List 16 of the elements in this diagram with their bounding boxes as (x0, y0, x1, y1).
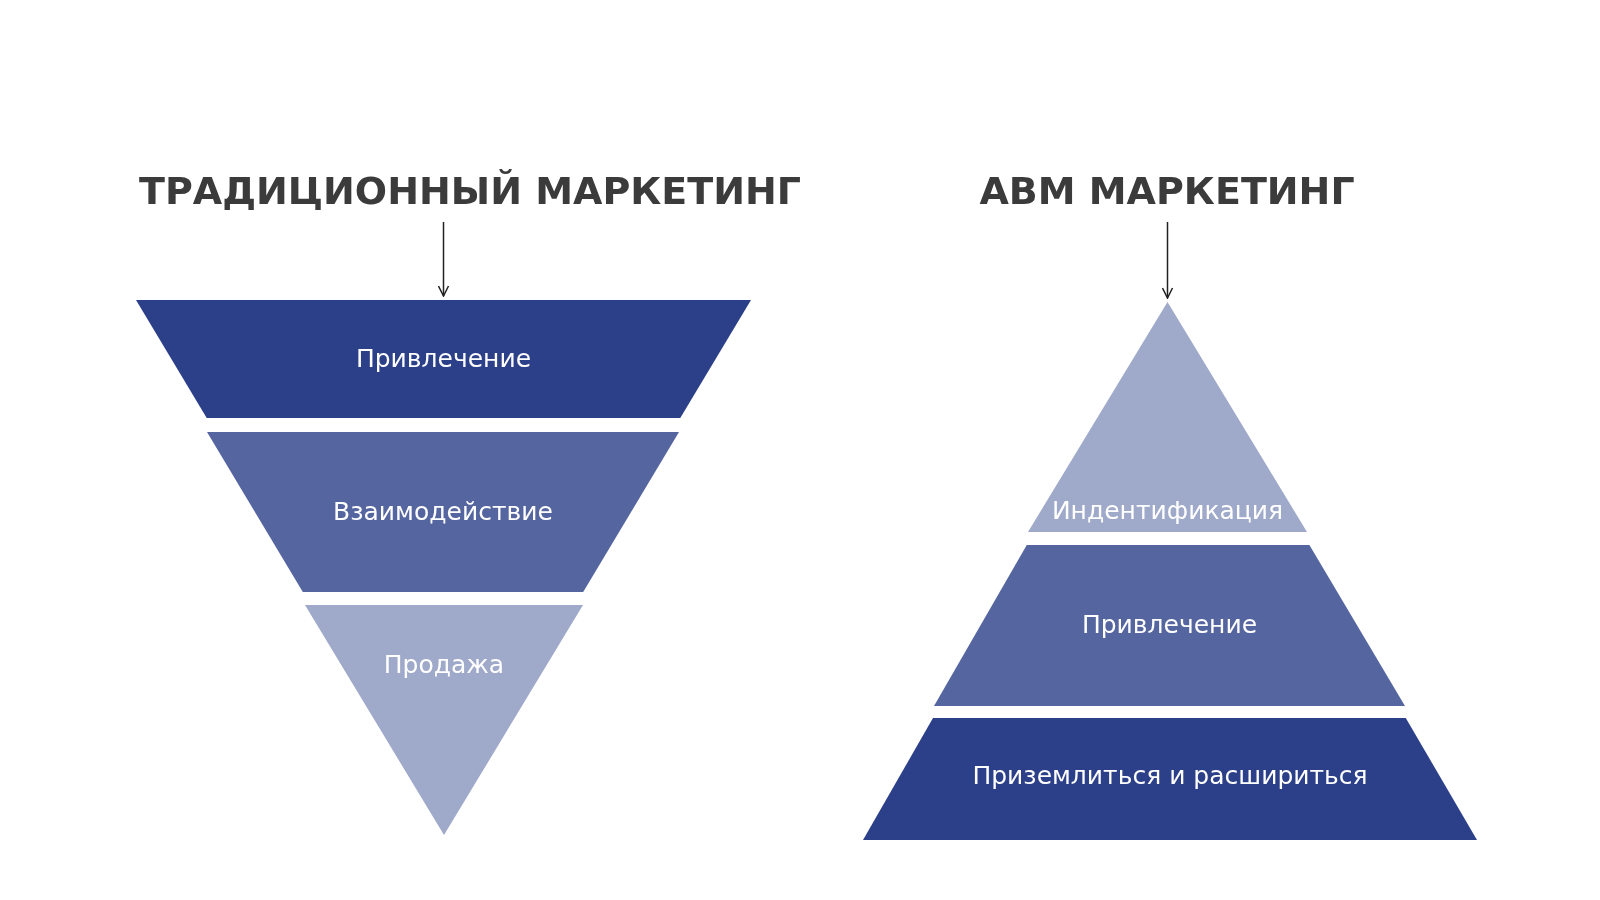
heading: ТРАДИЦИОННЫЙ МАРКЕТИНГ (130, 168, 810, 214)
segment-label: Привлечение (1080, 609, 1259, 641)
funnel-segment (207, 432, 679, 592)
arrow (437, 221, 450, 297)
funnel-segment (305, 605, 583, 835)
segment-label: Индентификация (1050, 495, 1285, 527)
segment-label: Привлечение (354, 343, 533, 375)
pyramid-segment (1028, 302, 1307, 532)
segment-label: Приземлиться и расшириться (971, 760, 1369, 792)
heading: ABM МАРКЕТИНГ (940, 168, 1394, 214)
funnel-segment (136, 300, 751, 418)
segment-label: Продажа (382, 649, 506, 681)
segment-label: Взаимодействие (332, 496, 554, 528)
arrow (1161, 221, 1174, 299)
pyramid-segment (863, 718, 1477, 840)
pyramid-segment (934, 545, 1405, 706)
